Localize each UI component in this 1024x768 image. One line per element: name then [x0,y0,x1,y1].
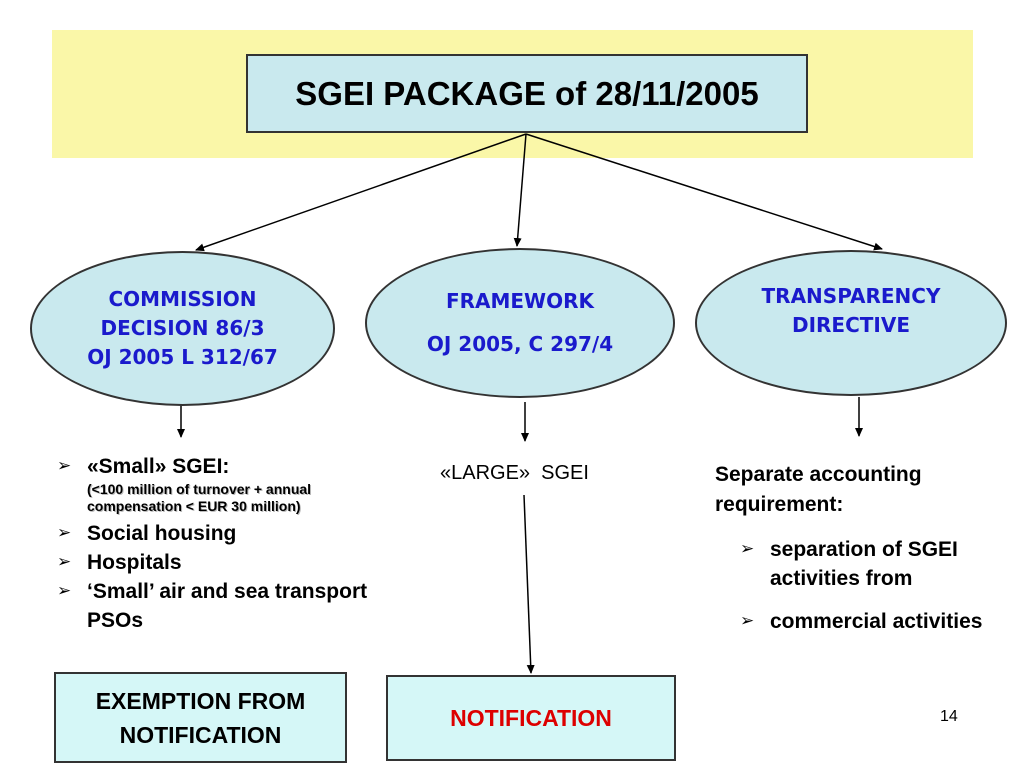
arrow-title-to-right [525,133,883,251]
notification-box: NOTIFICATION [386,675,676,761]
list-item: ➢ commercial activities [740,607,990,636]
arrow-bullet-icon: ➢ [57,581,72,601]
ellipse-left-line-1: COMMISSION [108,287,257,311]
arrow-title-to-left [195,133,527,252]
exemption-from-notification-box: EXEMPTION FROM NOTIFICATION [54,672,347,763]
notification-text: NOTIFICATION [450,705,612,731]
accounting-requirement-list: ➢ separation of SGEI activities from ➢ c… [740,535,990,650]
exempted-services-list: ➢ «Small» SGEI: (<100 million of turnove… [57,452,377,635]
ellipse-mid-line-2: OJ 2005, C 297/4 [426,332,614,356]
arrow-large-to-notification [523,494,535,674]
transparency-directive-ellipse: TRANSPARENCY DIRECTIVE [695,250,1007,396]
framework-ellipse: FRAMEWORK OJ 2005, C 297/4 [365,248,675,398]
arrow-bullet-icon: ➢ [740,611,755,631]
title-text: SGEI PACKAGE of 28/11/2005 [295,74,759,112]
exemption-line-2: NOTIFICATION [119,721,282,748]
commission-decision-ellipse: COMMISSION DECISION 86/3 OJ 2005 L 312/6… [30,251,335,406]
list-item: ➢ separation of SGEI activities from [740,535,990,593]
ellipse-left-line-2: DECISION 86/3 [100,316,265,340]
accounting-requirement-heading: Separate accounting requirement: [715,463,922,516]
exemption-line-1: EXEMPTION FROM [95,687,306,714]
small-sgei-threshold-note: (<100 million of turnover + annual compe… [87,481,312,514]
ellipse-right-line-2: DIRECTIVE [791,313,910,337]
list-item: ➢ Social housing [57,519,377,548]
ellipse-mid-line-1: FRAMEWORK [445,289,595,313]
arrow-bullet-icon: ➢ [740,539,755,559]
list-item: ➢ ‘Small’ air and sea transport PSOs [57,577,377,635]
ellipse-left-line-3: OJ 2005 L 312/67 [87,345,278,369]
arrow-title-to-middle [513,133,527,247]
arrow-bullet-icon: ➢ [57,523,72,543]
list-item: ➢ «Small» SGEI: [57,452,377,481]
page-number: 14 [940,708,958,725]
large-sgei-label: «LARGE» SGEI [440,462,589,484]
list-item: ➢ Hospitals [57,548,377,577]
ellipse-right-line-1: TRANSPARENCY [761,284,941,308]
title-box: SGEI PACKAGE of 28/11/2005 [246,54,808,133]
arrow-bullet-icon: ➢ [57,456,72,476]
arrow-bullet-icon: ➢ [57,552,72,572]
